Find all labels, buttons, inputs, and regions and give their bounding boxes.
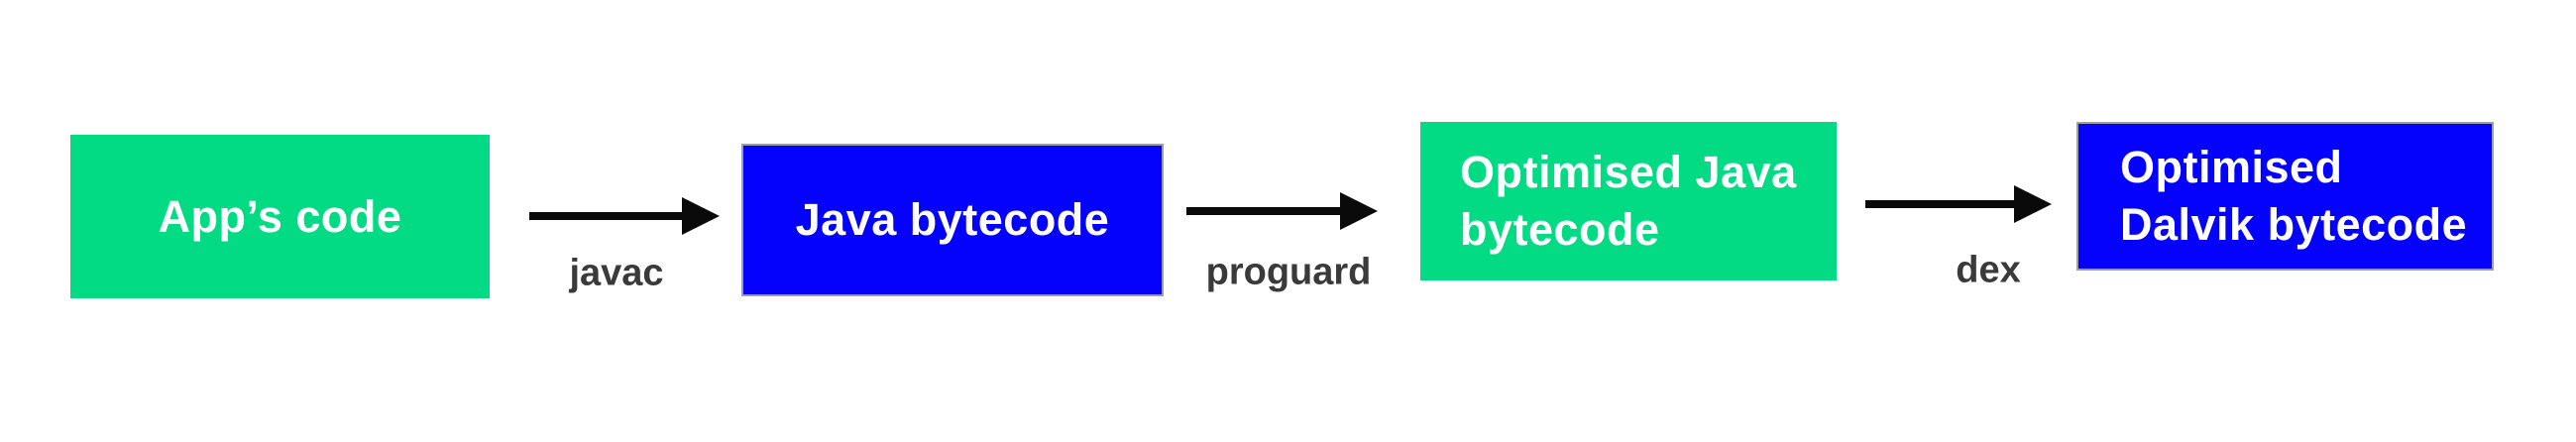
node-apps-code: App’s code <box>70 135 490 298</box>
edge-label-dex: dex <box>1956 249 2021 291</box>
arrow-proguard-arrowhead-icon <box>1340 192 1378 230</box>
arrow-javac-arrowhead-icon <box>682 197 720 235</box>
arrow-dex-line <box>1865 200 2014 208</box>
arrow-javac-line <box>529 212 682 220</box>
arrow-dex-arrowhead-icon <box>2014 185 2052 223</box>
node-label: Optimised Dalvik bytecode <box>2120 142 2468 250</box>
node-label: App’s code <box>158 190 402 242</box>
node-optimised-dalvik-bytecode: Optimised Dalvik bytecode <box>2076 122 2494 271</box>
edge-label-proguard: proguard <box>1205 251 1372 293</box>
arrow-proguard-line <box>1186 207 1340 215</box>
edge-label-javac: javac <box>569 252 664 294</box>
node-optimised-java-bytecode: Optimised Java bytecode <box>1420 122 1837 280</box>
node-java-bytecode: Java bytecode <box>741 144 1164 296</box>
node-label: Java bytecode <box>795 194 1110 246</box>
node-label: Optimised Java bytecode <box>1460 147 1797 255</box>
